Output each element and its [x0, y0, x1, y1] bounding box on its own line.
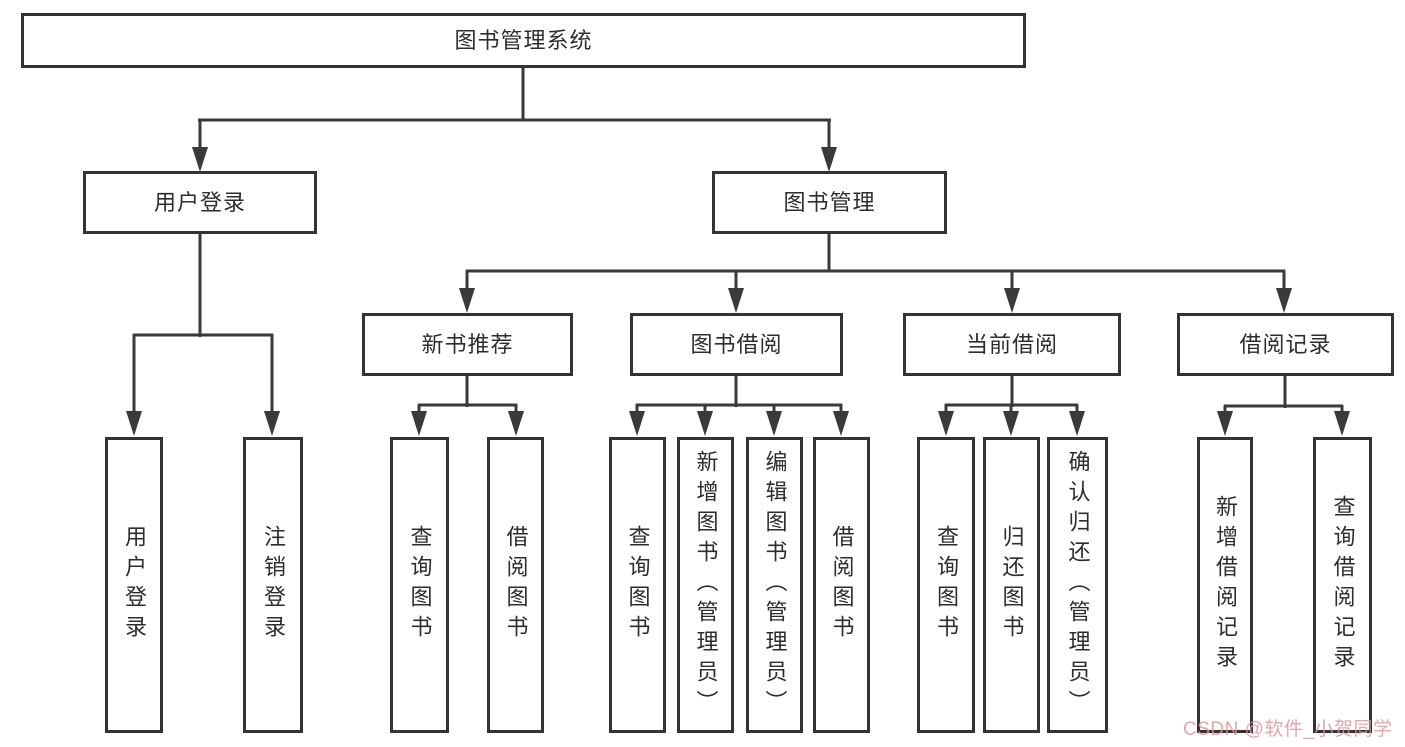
node-book-management-label: 图书管理 — [783, 189, 876, 215]
node-leaf-logout: 注销登录 — [243, 437, 303, 733]
node-leaf-nbr-borrow-books: 借阅图书 — [487, 437, 544, 733]
node-leaf-nbr-search-books-label: 查询图书 — [407, 525, 433, 645]
node-root-label: 图书管理系统 — [454, 27, 593, 53]
node-leaf-bb-add-books-admin: 新增图书（管理员） — [677, 437, 734, 733]
node-current-borrowing: 当前借阅 — [903, 313, 1121, 376]
node-leaf-user-login: 用户登录 — [105, 437, 163, 733]
node-leaf-br-add-record: 新增借阅记录 — [1197, 437, 1253, 733]
node-root-system: 图书管理系统 — [21, 13, 1026, 68]
node-leaf-cb-search-books: 查询图书 — [917, 437, 975, 733]
node-leaf-br-add-record-label: 新增借阅记录 — [1213, 495, 1238, 675]
node-user-login-label: 用户登录 — [153, 189, 246, 215]
node-leaf-nbr-borrow-books-label: 借阅图书 — [503, 525, 529, 645]
node-book-management: 图书管理 — [712, 171, 947, 234]
node-leaf-bb-borrow-books: 借阅图书 — [813, 437, 870, 733]
node-leaf-br-search-record-label: 查询借阅记录 — [1330, 495, 1356, 675]
node-new-book-recommend-label: 新书推荐 — [421, 331, 514, 357]
node-leaf-cb-confirm-return-admin: 确认归还（管理员） — [1047, 437, 1108, 733]
node-new-book-recommend: 新书推荐 — [362, 313, 573, 376]
node-book-borrowing: 图书借阅 — [630, 313, 843, 376]
node-book-borrowing-label: 图书借阅 — [690, 331, 783, 357]
node-leaf-cb-search-books-label: 查询图书 — [934, 525, 959, 645]
node-leaf-bb-edit-books-admin-label: 编辑图书（管理员） — [762, 450, 788, 720]
node-leaf-bb-search-books: 查询图书 — [609, 437, 666, 733]
node-leaf-user-login-label: 用户登录 — [122, 525, 147, 645]
node-leaf-cb-confirm-return-admin-label: 确认归还（管理员） — [1065, 450, 1091, 720]
node-borrow-records: 借阅记录 — [1177, 313, 1394, 376]
node-leaf-bb-search-books-label: 查询图书 — [625, 525, 651, 645]
node-user-login: 用户登录 — [83, 171, 317, 234]
node-current-borrowing-label: 当前借阅 — [965, 331, 1058, 357]
node-leaf-bb-add-books-admin-label: 新增图书（管理员） — [693, 450, 719, 720]
node-leaf-br-search-record: 查询借阅记录 — [1313, 437, 1372, 733]
node-borrow-records-label: 借阅记录 — [1239, 331, 1332, 357]
node-leaf-nbr-search-books: 查询图书 — [390, 437, 449, 733]
node-leaf-logout-label: 注销登录 — [261, 525, 286, 645]
node-leaf-cb-return-books: 归还图书 — [983, 437, 1040, 733]
node-leaf-bb-edit-books-admin: 编辑图书（管理员） — [746, 437, 803, 733]
node-leaf-bb-borrow-books-label: 借阅图书 — [829, 525, 855, 645]
node-leaf-cb-return-books-label: 归还图书 — [999, 525, 1025, 645]
